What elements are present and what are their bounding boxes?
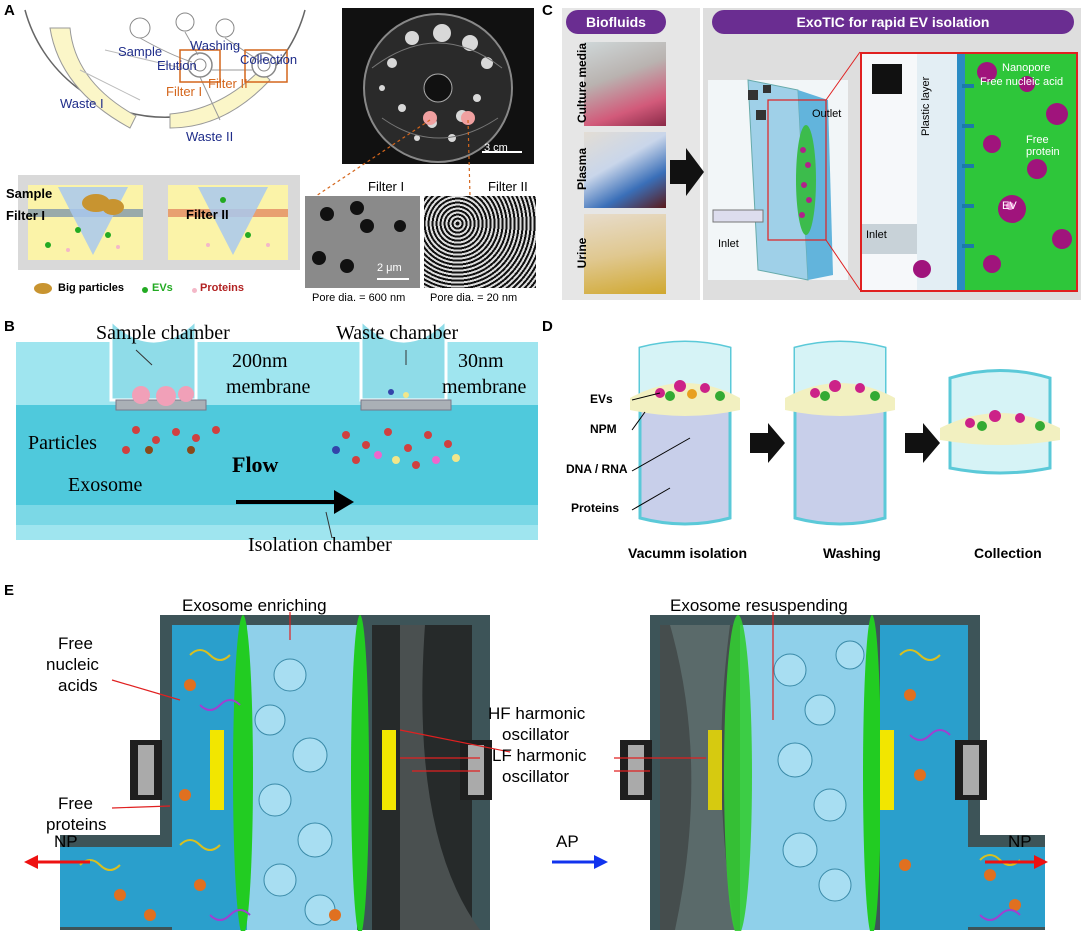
panel-d-letter: D xyxy=(542,318,553,335)
chip-label-waste1: Waste I xyxy=(60,96,104,111)
exotic-device xyxy=(708,79,848,281)
membrane1-size-label: 200nm xyxy=(232,350,288,372)
zoom-free-protein-label: Free protein xyxy=(1026,134,1060,158)
sem-title-filter1: Filter I xyxy=(368,179,405,194)
chip-label-filter2: Filter II xyxy=(208,76,248,91)
sample-chamber-label: Sample chamber xyxy=(96,322,230,344)
free-nucleic-acids-line1: Free xyxy=(58,634,93,653)
chip-photo: 3 cm xyxy=(342,8,534,164)
device-inlet-label: Inlet xyxy=(718,238,739,250)
device-outlet-label: Outlet xyxy=(812,108,842,120)
legend-evs: EVs xyxy=(152,282,173,294)
sem-image-filter1: 2 μm xyxy=(305,196,420,288)
schematic-label-sample: Sample xyxy=(6,186,53,201)
free-proteins-line2: proteins xyxy=(46,815,107,834)
chip-label-washing: Washing xyxy=(190,38,241,53)
particles-label: Particles xyxy=(28,432,97,454)
exotic-zoom-view: Plastic layer Nanopore Free nucleic acid… xyxy=(860,52,1078,292)
zoom-inlet-label: Inlet xyxy=(866,229,887,241)
urine-photo xyxy=(584,214,666,294)
schematic-label-filter2: Filter II xyxy=(186,207,229,222)
exosome-enriching-label: Exosome enriching xyxy=(182,596,327,615)
oscillator-device-left xyxy=(60,615,492,931)
chip-label-collection: Collection xyxy=(240,52,298,67)
zoom-ev-label: EV xyxy=(1002,200,1017,212)
waste-chamber-label: Waste chamber xyxy=(336,322,459,344)
isolation-chamber-diagram xyxy=(16,316,538,540)
sem-image-filter2 xyxy=(424,196,536,288)
sem-scale-bar: 2 μm xyxy=(377,262,402,274)
membrane2-word-label: membrane xyxy=(442,376,527,398)
schematic-label-filter1: Filter I xyxy=(6,208,46,223)
biofluids-header: Biofluids xyxy=(566,10,666,34)
panel-c-letter: C xyxy=(542,2,553,19)
chip-label-filter1: Filter I xyxy=(166,84,203,99)
big-particles-icon xyxy=(34,283,52,294)
membrane1-word-label: membrane xyxy=(226,376,311,398)
npm-tubes-diagram xyxy=(630,340,1060,526)
step-label-vacuum-isolation: Vacumm isolation xyxy=(628,545,748,561)
panel-a-letter: A xyxy=(4,2,15,19)
chip-photo-scale: 3 cm xyxy=(484,142,508,154)
ap-label: AP xyxy=(556,832,579,851)
plasma-photo xyxy=(584,132,666,208)
exotic-header: ExoTIC for rapid EV isolation xyxy=(712,10,1074,34)
hf-oscillator-line1: HF harmonic xyxy=(488,704,586,723)
free-nucleic-acids-line3: acids xyxy=(58,676,98,695)
ev-dot-icon xyxy=(142,287,148,293)
exosome-label: Exosome xyxy=(68,474,143,496)
sem-title-filter2: Filter II xyxy=(488,179,528,194)
filter-schematic xyxy=(18,175,300,270)
free-nucleic-acids-line2: nucleic xyxy=(46,655,99,674)
culture-media-photo xyxy=(584,42,666,126)
chip-label-elution: Elution xyxy=(157,58,197,73)
sem-pore-filter1: Pore dia. = 600 nm xyxy=(312,292,406,304)
step-label-collection: Collection xyxy=(974,545,1042,561)
exosome-resuspending-label: Exosome resuspending xyxy=(670,596,848,615)
lf-oscillator-line1: LF harmonic xyxy=(492,746,587,765)
isolation-chamber-label: Isolation chamber xyxy=(248,534,392,556)
panel-b-letter: B xyxy=(4,318,15,335)
chip-label-sample: Sample xyxy=(118,44,163,59)
tube-label-evs: EVs xyxy=(590,392,613,406)
hf-oscillator-line2: oscillator xyxy=(502,725,570,744)
tube-label-npm: NPM xyxy=(590,422,617,436)
np-left-label: NP xyxy=(54,832,78,851)
sem-pore-filter2: Pore dia. = 20 nm xyxy=(430,292,518,304)
flow-label: Flow xyxy=(232,452,279,477)
protein-dot-icon xyxy=(192,288,197,293)
step-label-washing: Washing xyxy=(823,545,881,561)
free-proteins-line1: Free xyxy=(58,794,93,813)
np-right-label: NP xyxy=(1008,832,1032,851)
oscillator-device-right xyxy=(620,615,1045,931)
chip-label-waste2: Waste II xyxy=(186,129,234,144)
lf-oscillator-line2: oscillator xyxy=(502,767,570,786)
legend-big-particles: Big particles xyxy=(58,282,125,294)
panel-e-letter: E xyxy=(4,582,15,599)
membrane2-size-label: 30nm xyxy=(458,350,504,372)
chip-schematic xyxy=(24,9,306,129)
arrow-right-icon xyxy=(670,148,704,196)
tube-label-dna-rna: DNA / RNA xyxy=(566,462,628,476)
zoom-nanopore-label: Nanopore xyxy=(1002,62,1051,74)
legend-proteins: Proteins xyxy=(200,282,245,294)
zoom-free-nucleic-acid-label: Free nucleic acid xyxy=(980,76,1064,88)
tube-label-proteins: Proteins xyxy=(571,501,620,515)
